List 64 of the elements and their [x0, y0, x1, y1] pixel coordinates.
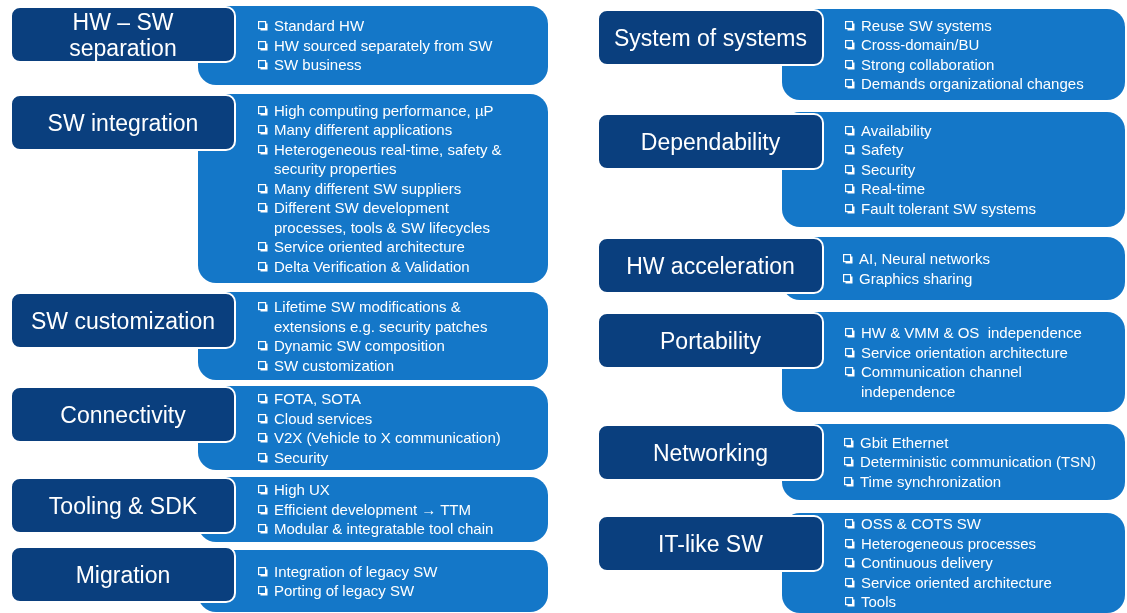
category-label: SW integration [10, 94, 236, 151]
bullet-text: Standard HW [274, 16, 365, 36]
bullet-text: FOTA, SOTA [274, 389, 361, 409]
bullet-text: Lifetime SW modifications & extensions e.g. security patches [274, 297, 489, 336]
bullet-text: Safety [861, 140, 904, 160]
bullet-text: Many different SW suppliers [274, 178, 462, 199]
bullet-text: Integration of legacy SW [274, 561, 438, 581]
bullet-text: SW business [274, 55, 362, 75]
item-panel [198, 386, 548, 470]
bullet-text: Strong collaboration [861, 54, 995, 74]
bullet-text: High UX [274, 480, 330, 500]
bullet-text: Real-time [861, 179, 926, 199]
bullet-text: Efficient development → TTM [274, 499, 472, 520]
category-label: Tooling & SDK [10, 477, 236, 534]
bullet-text: Different SW development processes, tools & SW lifecycles [274, 198, 491, 238]
bullet-text: Cross-domain/BU [861, 35, 980, 55]
category-label: Networking [597, 424, 824, 481]
bullet-text: HW sourced separately from SW [274, 35, 493, 56]
bullet-text: Heterogeneous processes [861, 533, 1037, 554]
category-label: Connectivity [10, 386, 236, 443]
bullet-text: Deterministic communication (TSN) [860, 452, 1096, 472]
bullet-text: Security [861, 159, 916, 180]
bullet-text: Many different applications [274, 120, 453, 140]
bullet-text: Demands organizational changes [861, 74, 1084, 94]
category-label: Migration [10, 546, 236, 603]
bullet-text: Graphics sharing [859, 268, 973, 288]
item-panel [782, 312, 1125, 412]
bullet-text: Service orientation architecture [861, 342, 1068, 362]
category-label: IT-like SW [597, 515, 824, 572]
bullet-text: Heterogeneous real-time, safety & security properties [274, 139, 503, 179]
bullet-text: Porting of legacy SW [274, 581, 415, 601]
bullet-text: Service oriented architecture [274, 237, 465, 257]
bullet-text: Fault tolerant SW systems [861, 198, 1037, 219]
bullet-text: Modular & integratable tool chain [274, 519, 494, 539]
category-label: System of systems [597, 9, 824, 66]
bullet-text: High computing performance, µP [274, 100, 494, 121]
bullet-text: AI, Neural networks [859, 249, 990, 269]
bullet-text: SW customization [274, 355, 395, 375]
bullet-text: OSS & COTS SW [861, 514, 981, 534]
bullet-text: Time synchronization [860, 471, 1002, 492]
bullet-text: Reuse SW systems [861, 15, 992, 35]
bullet-text: V2X (Vehicle to X communication) [274, 428, 501, 448]
bullet-text: Continuous delivery [861, 553, 993, 573]
category-label: Portability [597, 312, 824, 369]
category-label: HW – SW separation [10, 6, 236, 63]
item-panel [782, 112, 1125, 227]
category-label: HW acceleration [597, 237, 824, 294]
bullet-text: Gbit Ethernet [860, 432, 949, 453]
item-panel [198, 550, 548, 612]
bullet-text: Security [274, 447, 329, 467]
item-panel [198, 94, 548, 283]
bullet-text: Delta Verification & Validation [274, 256, 470, 277]
bullet-text: Service oriented architecture [861, 572, 1052, 593]
category-label: Dependability [597, 113, 824, 170]
bullet-text: HW & VMM & OS independence [861, 323, 1082, 343]
item-panel [782, 513, 1125, 613]
item-panel [198, 6, 548, 85]
bullet-text: Cloud services [274, 408, 373, 428]
bullet-text: Communication channel independence [861, 362, 1023, 401]
bullet-text: Tools [861, 592, 897, 612]
bullet-text: Availability [861, 120, 932, 141]
category-label: SW customization [10, 292, 236, 349]
item-panel [782, 424, 1125, 500]
bullet-text: Dynamic SW composition [274, 336, 445, 356]
